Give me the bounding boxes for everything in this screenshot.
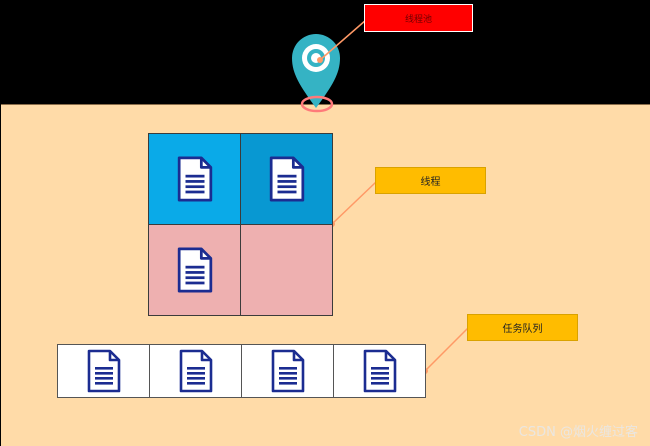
thread-cell (148, 224, 241, 316)
queue-slot (149, 344, 242, 398)
document-icon (271, 349, 304, 393)
thread-cell (240, 133, 333, 225)
queue-slot (57, 344, 150, 398)
map-pin-icon (292, 34, 340, 108)
queue-slot (333, 344, 426, 398)
document-icon (179, 349, 212, 393)
queue-slot (241, 344, 334, 398)
document-icon (363, 349, 396, 393)
thread-cell (240, 224, 333, 316)
label-task-queue: 任务队列 (467, 314, 578, 341)
document-icon (177, 156, 212, 202)
connector-dot-main (317, 57, 323, 63)
watermark: CSDN @烟火缠过客 (518, 425, 638, 440)
document-icon (177, 247, 212, 293)
connector-main (319, 19, 367, 61)
label-thread-pool: 线程池 (364, 4, 473, 32)
label-thread: 线程 (375, 167, 486, 194)
document-icon (87, 349, 120, 393)
document-icon (269, 156, 304, 202)
thread-cell (148, 133, 241, 225)
